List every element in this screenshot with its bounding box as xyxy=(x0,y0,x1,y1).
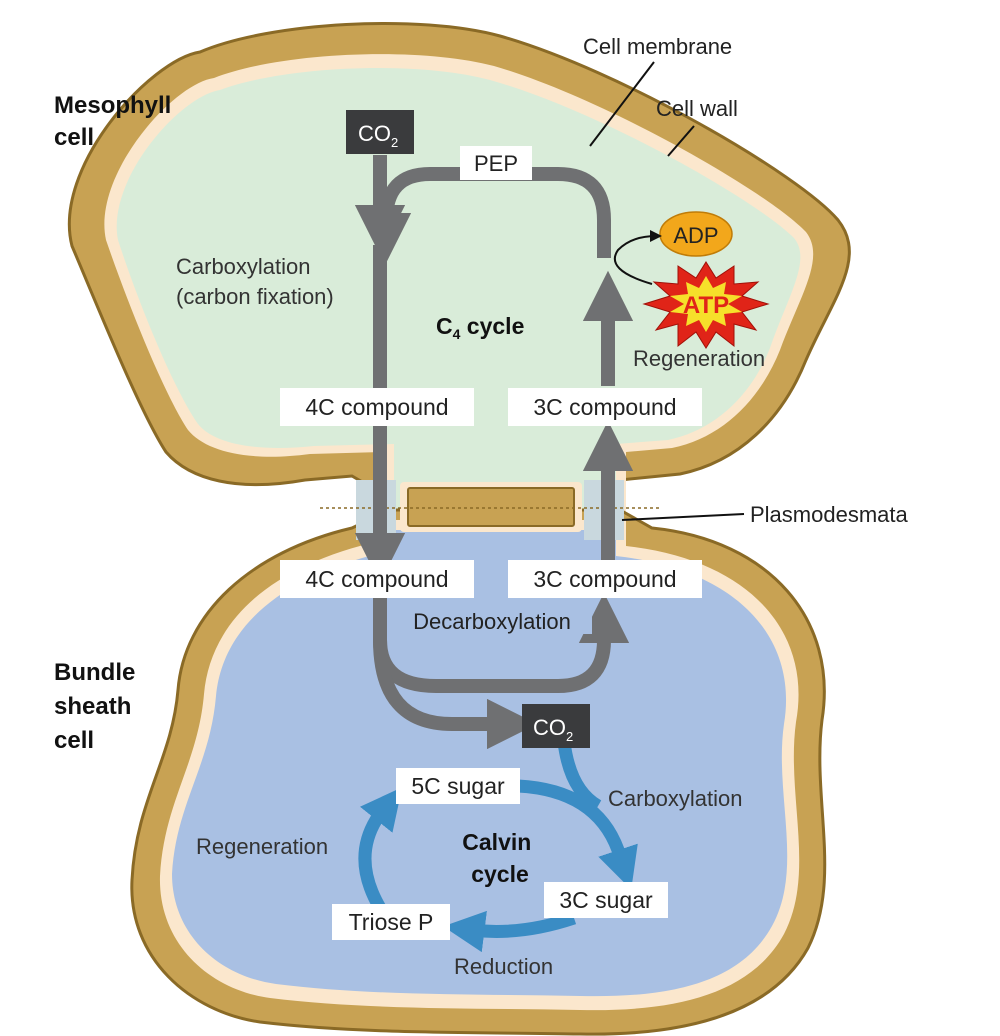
reduction-label: Reduction xyxy=(454,954,553,979)
svg-text:Carboxylation (carbon fixa: Carboxylation (carbon fixation) xyxy=(176,254,334,309)
four-c-compound-label-mesophyll: 4C compound xyxy=(305,394,448,420)
three-c-sugar-label: 3C sugar xyxy=(559,887,653,913)
regeneration-calvin-arrow xyxy=(358,787,403,912)
pep-label: PEP xyxy=(474,151,518,176)
svg-text:Mesophyll cell: Mesophyll cell xyxy=(54,92,178,151)
adp-label: ADP xyxy=(673,223,718,248)
atp-label: ATP xyxy=(683,292,729,319)
co2-to-calvin-arrow xyxy=(557,741,602,812)
regeneration-c4-label: Regeneration xyxy=(633,346,765,371)
svg-text:Bundle sheath cell: Bundle sheath cell xyxy=(54,659,142,754)
svg-text:Calvin cycle: Calvin cycle xyxy=(462,829,537,887)
carboxylation-label-line1: Carboxylation xyxy=(176,254,311,279)
co2-subscript-bundle: 2 xyxy=(566,729,573,744)
pep-box: PEP xyxy=(460,146,532,180)
carboxylation-calvin-label: Carboxylation xyxy=(608,786,743,811)
co2-box-bundle: CO2 xyxy=(522,704,590,748)
decarboxylation-label: Decarboxylation xyxy=(413,609,571,634)
co2-label-bundle: CO xyxy=(533,715,566,740)
plasmodesmata-leader xyxy=(621,513,745,521)
cell-wall-label: Cell wall xyxy=(656,96,738,121)
triose-p-box: Triose P xyxy=(332,904,450,940)
triose-p-label: Triose P xyxy=(349,909,434,935)
carboxylation-calvin-arrow xyxy=(517,779,638,890)
three-c-sugar-box: 3C sugar xyxy=(544,882,668,918)
adp-badge: ADP xyxy=(659,211,733,257)
mesophyll-label-line2: cell xyxy=(54,124,94,151)
c4-label-rest: cycle xyxy=(460,313,524,339)
co2-label: CO xyxy=(358,121,391,146)
co2-subscript: 2 xyxy=(391,135,398,150)
three-c-compound-box-mesophyll: 3C compound xyxy=(508,388,702,426)
calvin-label-line2: cycle xyxy=(471,861,529,887)
c4-subscript: 4 xyxy=(453,326,461,342)
mesophyll-label-line1: Mesophyll xyxy=(54,92,171,119)
plasmodesmata-label: Plasmodesmata xyxy=(750,502,909,527)
three-c-compound-label-mesophyll: 3C compound xyxy=(533,394,676,420)
c4-label: C xyxy=(436,313,453,339)
svg-text:CO2: CO2 xyxy=(358,121,398,150)
calvin-label-line1: Calvin xyxy=(462,829,531,855)
bundle-label-line3: cell xyxy=(54,727,94,754)
three-c-compound-box-bundle: 3C compound xyxy=(508,560,702,598)
four-c-compound-box-mesophyll: 4C compound xyxy=(280,388,474,426)
four-c-compound-box-bundle: 4C compound xyxy=(280,560,474,598)
co2-box-mesophyll: CO2 xyxy=(346,110,414,154)
bundle-label-line1: Bundle xyxy=(54,659,135,686)
three-c-compound-label-bundle: 3C compound xyxy=(533,566,676,592)
svg-text:C4 cycle: C4 cycle xyxy=(436,313,524,342)
four-c-compound-label-bundle: 4C compound xyxy=(305,566,448,592)
calvin-cycle-arrows xyxy=(358,741,638,953)
cell-wall-leader xyxy=(667,125,695,157)
bundle-label-line2: sheath xyxy=(54,693,131,720)
atp-burst-inner xyxy=(670,276,742,332)
atp-burst: ATP xyxy=(642,261,770,349)
carboxylation-label-line2: (carbon fixation) xyxy=(176,284,334,309)
cell-membrane-label: Cell membrane xyxy=(583,34,732,59)
five-c-sugar-label: 5C sugar xyxy=(411,773,505,799)
adp-return-arrow xyxy=(613,230,662,285)
co2-release-arrow xyxy=(373,639,538,750)
svg-text:CO2: CO2 xyxy=(533,715,573,744)
cell-membrane-leader xyxy=(589,61,655,147)
five-c-sugar-box: 5C sugar xyxy=(396,768,520,804)
reduction-arrow xyxy=(443,910,577,953)
regeneration-calvin-label: Regeneration xyxy=(196,834,328,859)
